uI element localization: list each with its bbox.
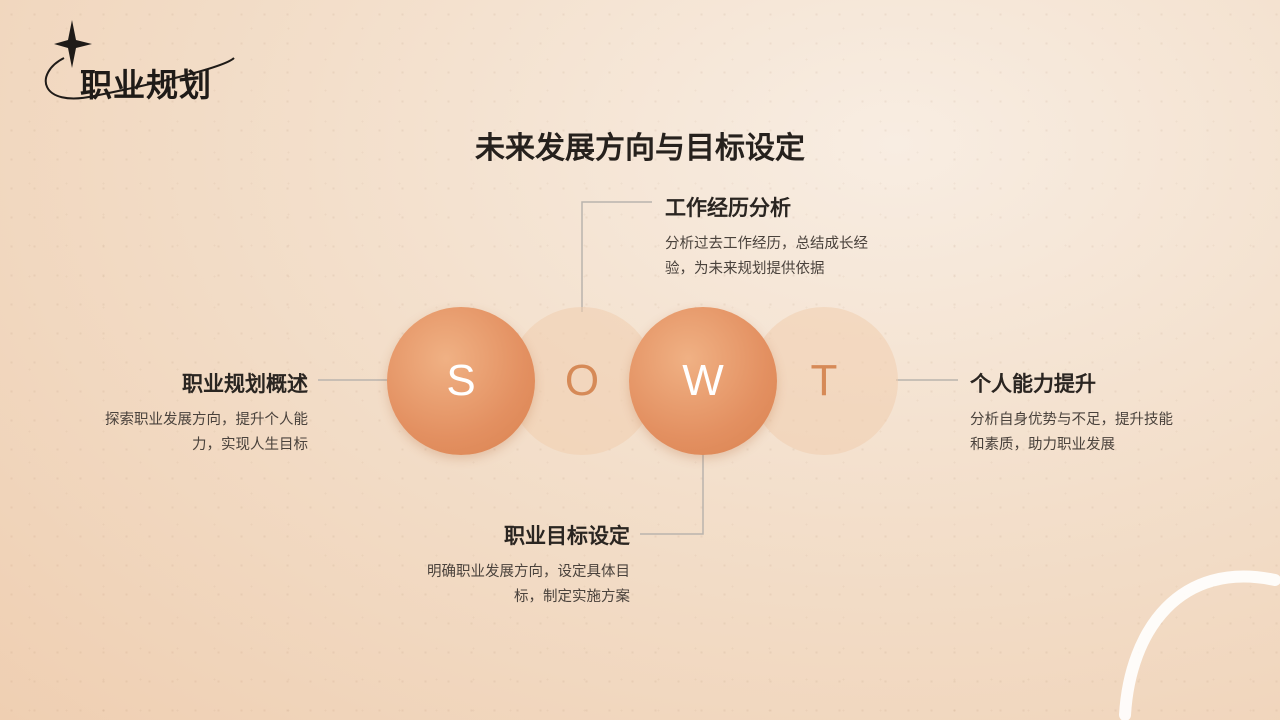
section-top: 工作经历分析 分析过去工作经历，总结成长经 验，为未来规划提供依据 [665, 192, 905, 282]
swot-circle-s: S [387, 307, 535, 455]
section-left-desc-1: 探索职业发展方向，提升个人能 [105, 412, 308, 428]
section-top-title: 工作经历分析 [665, 196, 791, 220]
star-orbit-icon [44, 20, 235, 100]
swot-circle-w: W [629, 307, 777, 455]
swot-letter-s: S [446, 356, 476, 405]
section-left-title: 职业规划概述 [182, 372, 308, 396]
swot-letter-o: O [564, 356, 600, 405]
section-bottom-title: 职业目标设定 [504, 524, 630, 548]
main-title: 未来发展方向与目标设定 [475, 131, 805, 166]
section-bottom-desc-2: 标，制定实施方案 [514, 589, 630, 605]
swot-letter-t: T [810, 356, 838, 405]
section-right-desc-2: 和素质，助力职业发展 [970, 437, 1115, 453]
section-left-desc-2: 力，实现人生目标 [192, 437, 308, 453]
page-title: 职业规划 [80, 66, 213, 104]
section-top-desc-2: 验，为未来规划提供依据 [665, 261, 825, 277]
swot-letter-w: W [682, 356, 724, 405]
section-bottom-desc-1: 明确职业发展方向，设定具体目 [427, 564, 630, 580]
section-right: 个人能力提升 分析自身优势与不足，提升技能 和素质，助力职业发展 [970, 368, 1230, 458]
section-bottom: 职业目标设定 明确职业发展方向，设定具体目 标，制定实施方案 [380, 520, 630, 610]
section-left: 职业规划概述 探索职业发展方向，提升个人能 力，实现人生目标 [60, 368, 308, 458]
decorative-swoosh [1119, 570, 1280, 720]
section-top-desc-1: 分析过去工作经历，总结成长经 [665, 236, 868, 252]
section-right-desc-1: 分析自身优势与不足，提升技能 [970, 412, 1173, 428]
header-logo [34, 18, 254, 108]
section-right-title: 个人能力提升 [970, 372, 1096, 396]
